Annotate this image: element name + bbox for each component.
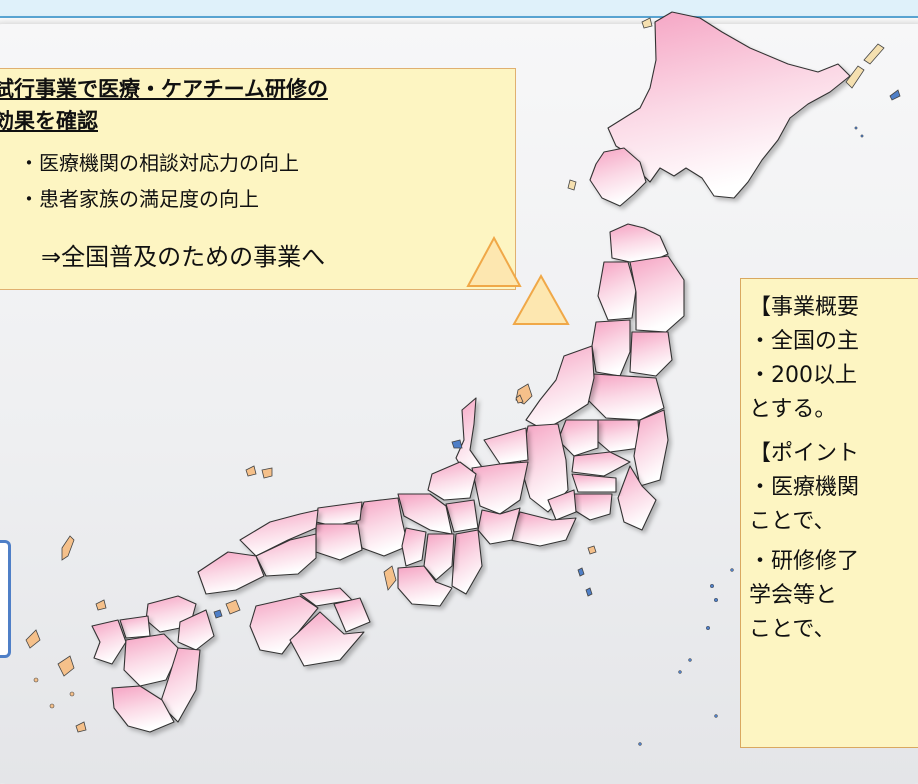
callout-heading-line2: 効果を確認: [0, 109, 98, 133]
osaka: [401, 527, 427, 567]
ibaraki: [633, 409, 669, 487]
callout-bullet: ・医療機関の相談対応力の向上: [19, 151, 299, 175]
pacific-islet-dots: [638, 126, 864, 746]
miyazaki: [159, 647, 201, 723]
points-line: ・医療機関: [749, 475, 860, 500]
kuril-islet: [889, 89, 901, 101]
tokyo: [571, 473, 617, 493]
yamanashi: [547, 489, 577, 521]
kanagawa: [573, 493, 613, 521]
south-islet: [515, 394, 524, 404]
izu-islet: [585, 587, 593, 597]
saitama: [571, 451, 631, 477]
callout-triangle: [466, 236, 522, 287]
points-line: ことで、: [749, 509, 836, 534]
tokushima: [333, 597, 371, 633]
overview-line: とする。: [749, 397, 837, 422]
kuril-islet: [863, 43, 885, 65]
toyama: [483, 427, 529, 465]
hokkaido-south: [589, 147, 647, 207]
overview-line: ・200以上: [749, 363, 857, 388]
shiga: [445, 499, 479, 533]
tochigi: [595, 419, 641, 453]
goto-islet: [57, 655, 75, 677]
miyagi: [629, 331, 673, 377]
tottori: [315, 501, 363, 527]
kochi: [289, 611, 365, 667]
points-line: 学会等と: [749, 583, 838, 608]
mie: [451, 529, 483, 595]
yamagata: [591, 319, 631, 377]
gifu: [471, 461, 529, 515]
project-overview-box: 【事業概要 ・全国の主 ・200以上 とする。 【ポイント ・医療機関 ことで、…: [740, 278, 918, 748]
nara: [423, 533, 455, 581]
izu-islet: [577, 567, 585, 577]
sakishima-islet: [245, 465, 257, 477]
overview-line: ・全国の主: [749, 329, 860, 354]
kagoshima: [111, 685, 175, 733]
shizuoka: [509, 511, 577, 547]
top-banner: [0, 0, 918, 18]
callout-conclusion: ⇒全国普及のための事業へ: [41, 243, 326, 271]
nagasaki: [91, 619, 127, 665]
rishiri-islet: [641, 17, 653, 29]
chiba: [617, 465, 657, 531]
wakayama: [397, 565, 453, 607]
aomori: [609, 223, 669, 263]
hokkaido: [607, 11, 851, 199]
tsushima-islet: [61, 535, 75, 561]
japan-map: [25, 11, 901, 746]
niigata: [525, 345, 595, 431]
okushiri-islet: [567, 179, 577, 191]
fukushima: [587, 373, 665, 421]
callout-heading-line1: 試行事業で医療・ケアチーム研修の: [0, 77, 328, 101]
points-heading: 【ポイント: [749, 441, 860, 466]
oita: [177, 609, 215, 651]
kumamoto: [123, 633, 181, 687]
okayama: [315, 523, 363, 561]
callout-triangle: [512, 274, 570, 325]
iwate: [629, 255, 685, 333]
oki-islet: [261, 467, 273, 479]
points-line: ことで、: [749, 617, 836, 642]
hiroshima: [255, 533, 317, 577]
fukui: [427, 461, 477, 501]
awaji-islet: [383, 565, 397, 591]
kuril-islet: [845, 65, 865, 89]
noto-islet: [451, 439, 463, 449]
seto-islet: [225, 599, 241, 615]
left-edge-tab: [0, 540, 11, 658]
yamaguchi: [197, 551, 265, 595]
izu-islet: [587, 545, 597, 555]
trial-result-callout: 試行事業で医療・ケアチーム研修の 効果を確認 ・医療機関の相談対応力の向上 ・患…: [0, 68, 516, 290]
southwest-islet-dots: [33, 677, 75, 709]
seto-islet: [213, 609, 223, 619]
yakushima-islet: [75, 721, 87, 733]
points-line: ・研修修了: [749, 549, 860, 574]
overview-heading: 【事業概要: [749, 295, 860, 320]
akita: [597, 261, 637, 321]
saga: [119, 615, 151, 639]
kyushu-islet: [25, 629, 41, 649]
callout-bullet: ・患者家族の満足度の向上: [19, 187, 259, 211]
hyogo: [355, 497, 409, 557]
iki-islet: [95, 599, 107, 611]
